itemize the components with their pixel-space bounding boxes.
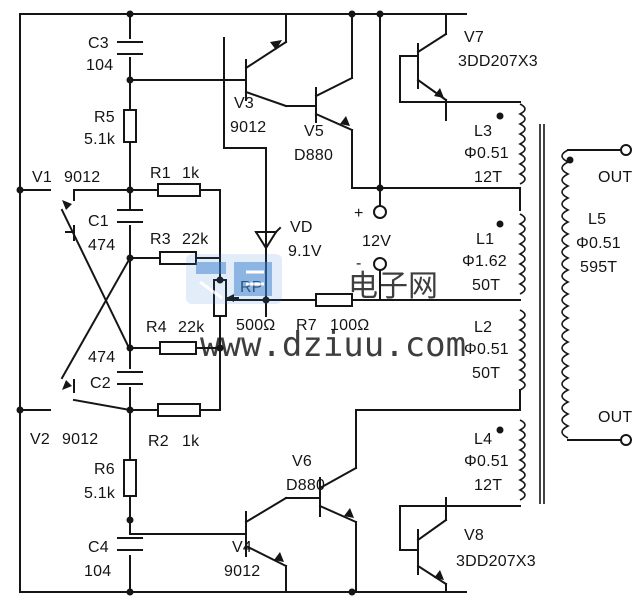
capacitor-c2	[117, 371, 143, 385]
label-c1-name: C1	[88, 213, 109, 230]
label-r5-value: 5.1k	[84, 131, 116, 148]
label-v7-value: 3DD207X3	[458, 53, 538, 70]
capacitor-c1	[117, 209, 143, 223]
label-c4-value: 104	[84, 563, 111, 580]
label-l3-name: L3	[474, 123, 492, 140]
label-l5-wire: Φ0.51	[576, 235, 621, 252]
label-r3-name: R3	[150, 231, 171, 248]
label-r7-name: R7	[296, 317, 317, 334]
output-terminal-bottom	[620, 434, 632, 446]
label-c3-value: 104	[86, 57, 113, 74]
label-out-top: OUT	[598, 169, 632, 186]
label-v8-name: V8	[464, 527, 484, 544]
junction-dots	[16, 10, 384, 596]
label-v5-value: D880	[294, 147, 333, 164]
label-l4-name: L4	[474, 431, 492, 448]
resistor-r7	[315, 293, 353, 307]
label-l4-turns: 12T	[474, 477, 502, 494]
resistor-r1	[157, 183, 201, 197]
label-v2-name: V2	[30, 431, 50, 448]
label-c2-value: 474	[88, 349, 115, 366]
resistor-r4	[159, 341, 197, 355]
label-v3-value: 9012	[230, 119, 266, 136]
terminal-minus	[373, 257, 387, 271]
watermark-logo	[186, 254, 282, 304]
label-r4-name: R4	[146, 319, 167, 336]
label-c1-value: 474	[88, 237, 115, 254]
label-l2-wire: Φ0.51	[464, 341, 509, 358]
watermark-url: www.dziuu.com	[200, 325, 466, 365]
label-rp-value: 500Ω	[236, 317, 275, 334]
resistor-r2	[157, 403, 201, 417]
label-r6-value: 5.1k	[84, 485, 116, 502]
watermark: 电子网 www.dziuu.com	[186, 254, 466, 365]
output-terminal-top	[620, 144, 632, 156]
resistor-r6	[123, 459, 137, 497]
zener-diode-vd	[254, 226, 282, 250]
label-v4-name: V4	[232, 539, 252, 556]
label-l1-turns: 50T	[472, 277, 500, 294]
transistor-arrows	[62, 40, 444, 580]
transformer-windings	[496, 103, 574, 504]
label-r5-name: R5	[94, 109, 115, 126]
label-v6-name: V6	[292, 453, 312, 470]
watermark-text: 电子网	[348, 269, 438, 304]
label-l2-turns: 50T	[472, 365, 500, 382]
label-l1-wire: Φ1.62	[462, 253, 507, 270]
label-r2-name: R2	[148, 433, 169, 450]
label-l3-turns: 12T	[474, 169, 502, 186]
label-v6-value: D880	[286, 477, 325, 494]
label-r4-value: 22k	[178, 319, 205, 336]
label-l4-wire: Φ0.51	[464, 453, 509, 470]
label-c2-name: C2	[90, 375, 111, 392]
label-r1-value: 1k	[182, 165, 200, 182]
label-v1-value: 9012	[64, 169, 100, 186]
capacitor-c3	[117, 41, 143, 55]
label-r6-name: R6	[94, 461, 115, 478]
label-r3-value: 22k	[182, 231, 209, 248]
label-v2-value: 9012	[62, 431, 98, 448]
label-vd-value: 9.1V	[288, 243, 322, 260]
label-vd-name: VD	[290, 219, 313, 236]
label-minus: -	[356, 255, 362, 272]
label-out-bottom: OUT	[598, 409, 632, 426]
label-l1-name: L1	[476, 231, 494, 248]
label-plus: +	[354, 205, 364, 222]
label-supply: 12V	[362, 233, 391, 250]
label-r2-value: 1k	[182, 433, 200, 450]
label-v8-value: 3DD207X3	[456, 553, 536, 570]
label-l5-name: L5	[588, 211, 606, 228]
label-l2-name: L2	[474, 319, 492, 336]
label-r1-name: R1	[150, 165, 171, 182]
label-v3-name: V3	[234, 95, 254, 112]
label-v1-name: V1	[32, 169, 52, 186]
label-v5-name: V5	[304, 123, 324, 140]
label-c3-name: C3	[88, 35, 109, 52]
circuit-wires	[19, 13, 623, 593]
terminal-plus	[373, 205, 387, 219]
label-v7-name: V7	[464, 29, 484, 46]
resistor-r5	[123, 109, 137, 143]
label-r7-value: 100Ω	[330, 317, 369, 334]
label-v4-value: 9012	[224, 563, 260, 580]
label-l5-turns: 595T	[580, 259, 617, 276]
resistor-r3	[159, 251, 197, 265]
capacitor-c4	[117, 537, 143, 551]
label-c4-name: C4	[88, 539, 109, 556]
label-l3-wire: Φ0.51	[464, 145, 509, 162]
